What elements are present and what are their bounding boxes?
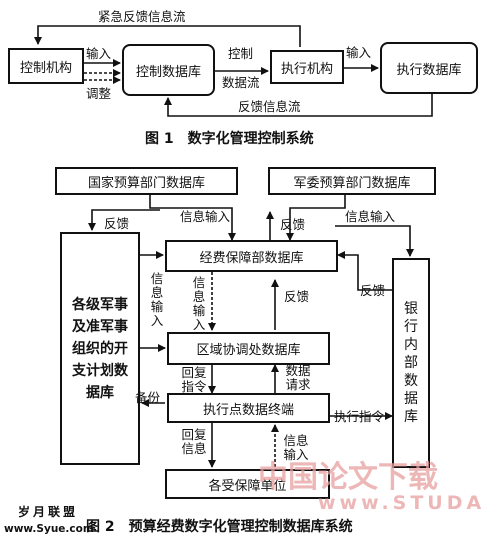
exec-org-box: 执行机构: [270, 50, 344, 84]
site-watermark: www.STUDA.: [318, 492, 485, 514]
adjust-label: 调整: [86, 86, 112, 101]
feedback-mid-label: 反馈: [284, 289, 310, 304]
military-to-support: [286, 195, 346, 241]
plans-db-label: 各级军事及准军事组织的开支计划数据库: [72, 296, 128, 401]
brand-watermark: 中国论文下载: [258, 460, 438, 495]
exec-cmd-label: 执行指令: [334, 409, 385, 424]
plans-db-box: 各级军事及准军事组织的开支计划数据库: [60, 232, 140, 465]
input-label-1: 输入: [86, 46, 112, 61]
corner-watermark-url: www.Syue.com: [4, 523, 94, 535]
support-dept-db-box: 经费保障部数据库: [165, 240, 338, 272]
national-to-support: [149, 195, 236, 241]
bank-to-support-feedback: [337, 251, 392, 291]
fig2-caption: 图 2 预算经费数字化管理控制数据库系统: [86, 519, 353, 535]
feedback-to-plans: [88, 209, 160, 231]
bank-db-label: 银行内部数据库: [404, 301, 418, 425]
regional-db-box: 区域协调处数据库: [167, 332, 330, 365]
reply-info-label: 回复信息: [181, 427, 207, 456]
emergency-feedback-line: [34, 25, 301, 47]
info-input-mid-label: 信息输入: [192, 275, 206, 332]
corner-watermark-cn: 岁月联盟: [18, 505, 79, 519]
control-label: 控制: [228, 46, 254, 61]
reply-cmd-label: 回复指令: [181, 365, 207, 394]
backup-label: 备份: [135, 390, 161, 405]
fig1-caption: 图 1 数字化管理控制系统: [145, 131, 314, 147]
data-request-label: 数据请求: [285, 363, 311, 392]
data-flow-label: 数据流: [222, 75, 260, 90]
control-db-box: 控制数据库: [122, 44, 215, 96]
input-label-2: 输入: [346, 45, 372, 60]
info-input-bottom-label: 信息输入: [283, 433, 309, 462]
military-db-box: 军委预算部门数据库: [268, 167, 436, 195]
control-org-box: 控制机构: [8, 48, 84, 84]
info-input-right-label: 信息输入: [345, 209, 396, 224]
support-to-bank: [335, 225, 414, 257]
national-db-box: 国家预算部门数据库: [55, 167, 238, 195]
exec-terminal-box: 执行点数据终端: [167, 393, 330, 423]
info-input-top-label: 信息输入: [180, 209, 231, 224]
emergency-feedback-label: 紧急反馈信息流: [98, 9, 186, 24]
exec-db-box: 执行数据库: [380, 42, 478, 94]
bank-db-box: 银行内部数据库: [392, 258, 430, 468]
feedback-flow-label: 反馈信息流: [238, 99, 301, 114]
feedback-top-label: 反馈: [280, 217, 306, 232]
feedback-left-label: 反馈: [104, 216, 130, 231]
units-box: 各受保障单位: [165, 469, 330, 499]
feedback-flow-line: [164, 94, 433, 117]
feedback-right-label: 反馈: [360, 283, 386, 298]
info-input-left-label: 信息输入: [150, 271, 164, 328]
